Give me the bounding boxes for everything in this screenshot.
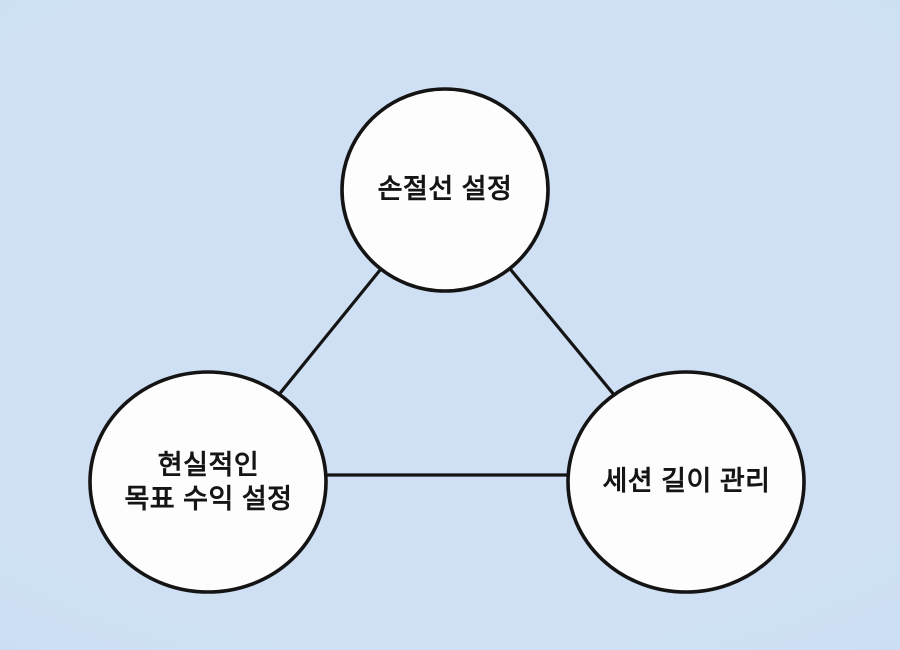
node-top-circle [340,87,550,293]
node-right-circle [566,370,806,594]
node-top-label: 손절선 설정 [377,173,513,204]
node-left-label: 현실적인 목표 수익 설정 [124,449,293,514]
node-left-circle [88,370,328,594]
node-right-label: 세션 길이 관리 [602,466,771,497]
